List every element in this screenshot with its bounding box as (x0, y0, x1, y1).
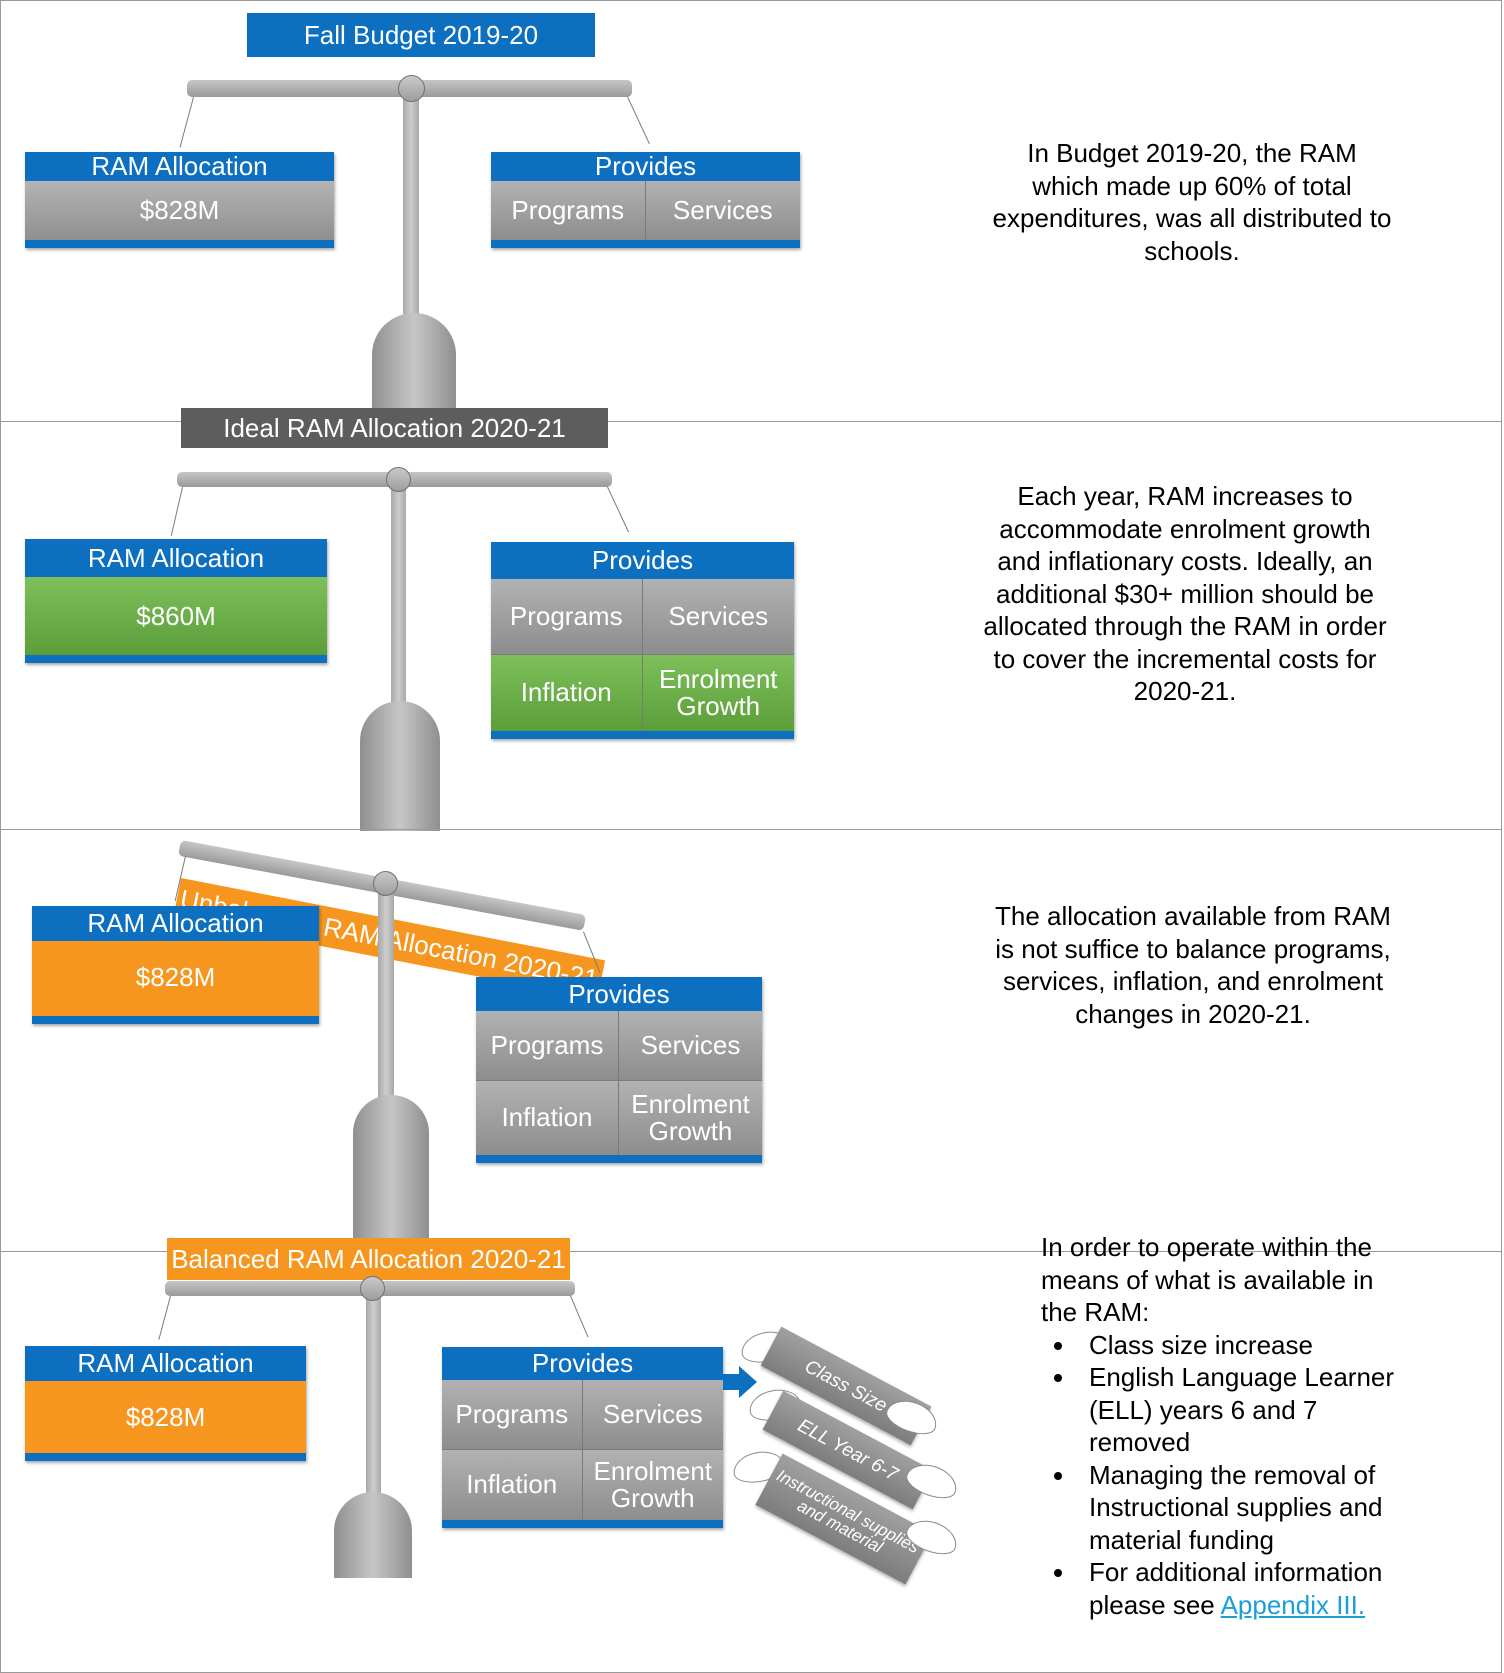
scale-post (366, 1296, 381, 1501)
panel-title: Ideal RAM Allocation 2020-21 (181, 408, 608, 448)
cell-inflation: Inflation (476, 1081, 619, 1155)
box-footer (491, 731, 794, 739)
description-intro: In order to operate within the means of … (1041, 1232, 1374, 1327)
cell-services: Services (645, 181, 800, 240)
box-heading: RAM Allocation (25, 1346, 306, 1381)
cell-enrolment-growth: Enrolment Growth (642, 655, 794, 731)
cell-programs: Programs (476, 1011, 619, 1081)
box-footer (25, 655, 327, 663)
box-heading: RAM Allocation (25, 151, 334, 181)
right-string (570, 1295, 589, 1338)
scale-pivot (398, 75, 425, 102)
panel-ideal-ram: Ideal RAM Allocation 2020-21 RAM Allocat… (0, 408, 1502, 831)
appendix-link[interactable]: Appendix III. (1220, 1589, 1366, 1620)
panel-unbalanced-ram: Unbalanced RAM Allocation 2020-21 RAM Al… (0, 829, 1502, 1253)
right-string (607, 486, 630, 533)
scale-base (334, 1492, 412, 1578)
right-string (627, 96, 650, 145)
scale-base (360, 701, 440, 831)
ram-allocation-value: $828M (25, 181, 334, 240)
bullet-item: For additional information please see Ap… (1077, 1556, 1397, 1621)
bullet-text: For additional information please see (1089, 1557, 1383, 1620)
box-footer (25, 1453, 306, 1461)
cell-programs: Programs (491, 181, 646, 240)
scale-base (353, 1095, 429, 1253)
cell-programs: Programs (491, 579, 643, 655)
provides-box: Provides Programs Services (491, 151, 800, 248)
provides-box: Provides Programs Services Inflation Enr… (476, 977, 762, 1163)
cell-enrolment-growth: Enrolment Growth (582, 1450, 723, 1520)
cell-enrolment-growth: Enrolment Growth (619, 1081, 762, 1155)
bullet-list: Class size increase English Language Lea… (1041, 1329, 1397, 1622)
ram-allocation-box: RAM Allocation $828M (25, 1346, 306, 1461)
box-footer (25, 240, 334, 248)
box-heading: RAM Allocation (25, 539, 327, 577)
cell-programs: Programs (442, 1380, 583, 1450)
cell-services: Services (619, 1011, 762, 1081)
ram-allocation-box: RAM Allocation $860M (25, 539, 327, 663)
scale-pivot (386, 467, 411, 492)
scale-pivot (360, 1276, 385, 1301)
bullet-item: English Language Learner (ELL) years 6 a… (1077, 1361, 1397, 1459)
panel-description: Each year, RAM increases to accommodate … (983, 481, 1387, 706)
cell-inflation: Inflation (442, 1450, 583, 1520)
box-heading: Provides (476, 977, 762, 1011)
ram-allocation-value: $828M (32, 941, 319, 1016)
left-string (179, 97, 194, 148)
box-footer (476, 1155, 762, 1163)
bullet-item: Managing the removal of Instructional su… (1077, 1459, 1397, 1557)
left-string (158, 1296, 171, 1340)
scale-post (378, 888, 394, 1118)
panel-description: The allocation available from RAM is not… (995, 901, 1391, 1029)
scale-base (372, 313, 456, 423)
scale-pivot (373, 871, 398, 896)
ram-allocation-box: RAM Allocation $828M (25, 151, 334, 248)
ram-allocation-value: $860M (25, 577, 327, 655)
cell-inflation: Inflation (491, 655, 643, 731)
bullet-item: Class size increase (1077, 1329, 1397, 1362)
scale-post (391, 487, 406, 713)
panel-title: Fall Budget 2019-20 (247, 13, 595, 57)
box-heading: RAM Allocation (32, 906, 319, 941)
box-footer (442, 1520, 723, 1528)
ram-allocation-box: RAM Allocation $828M (32, 906, 319, 1024)
provides-box: Provides Programs Services Inflation Enr… (442, 1347, 723, 1528)
panel-description: In order to operate within the means of … (1041, 1231, 1397, 1621)
box-footer (491, 240, 800, 248)
arrow-right-icon (723, 1366, 757, 1398)
panel-balanced-ram: Balanced RAM Allocation 2020-21 RAM Allo… (0, 1232, 1502, 1673)
provides-box: Provides Programs Services Inflation Enr… (491, 542, 794, 739)
panel-description: In Budget 2019-20, the RAM which made up… (992, 138, 1392, 266)
ram-allocation-value: $828M (25, 1381, 306, 1453)
left-string (170, 487, 183, 536)
panel-fall-budget: Fall Budget 2019-20 RAM Allocation $828M… (0, 0, 1502, 423)
panel-title: Balanced RAM Allocation 2020-21 (167, 1238, 570, 1280)
box-heading: Provides (491, 542, 794, 579)
cell-services: Services (642, 579, 794, 655)
box-heading: Provides (442, 1347, 723, 1380)
box-heading: Provides (491, 151, 800, 181)
cell-services: Services (582, 1380, 723, 1450)
scale-post (403, 97, 419, 323)
box-footer (32, 1016, 319, 1024)
